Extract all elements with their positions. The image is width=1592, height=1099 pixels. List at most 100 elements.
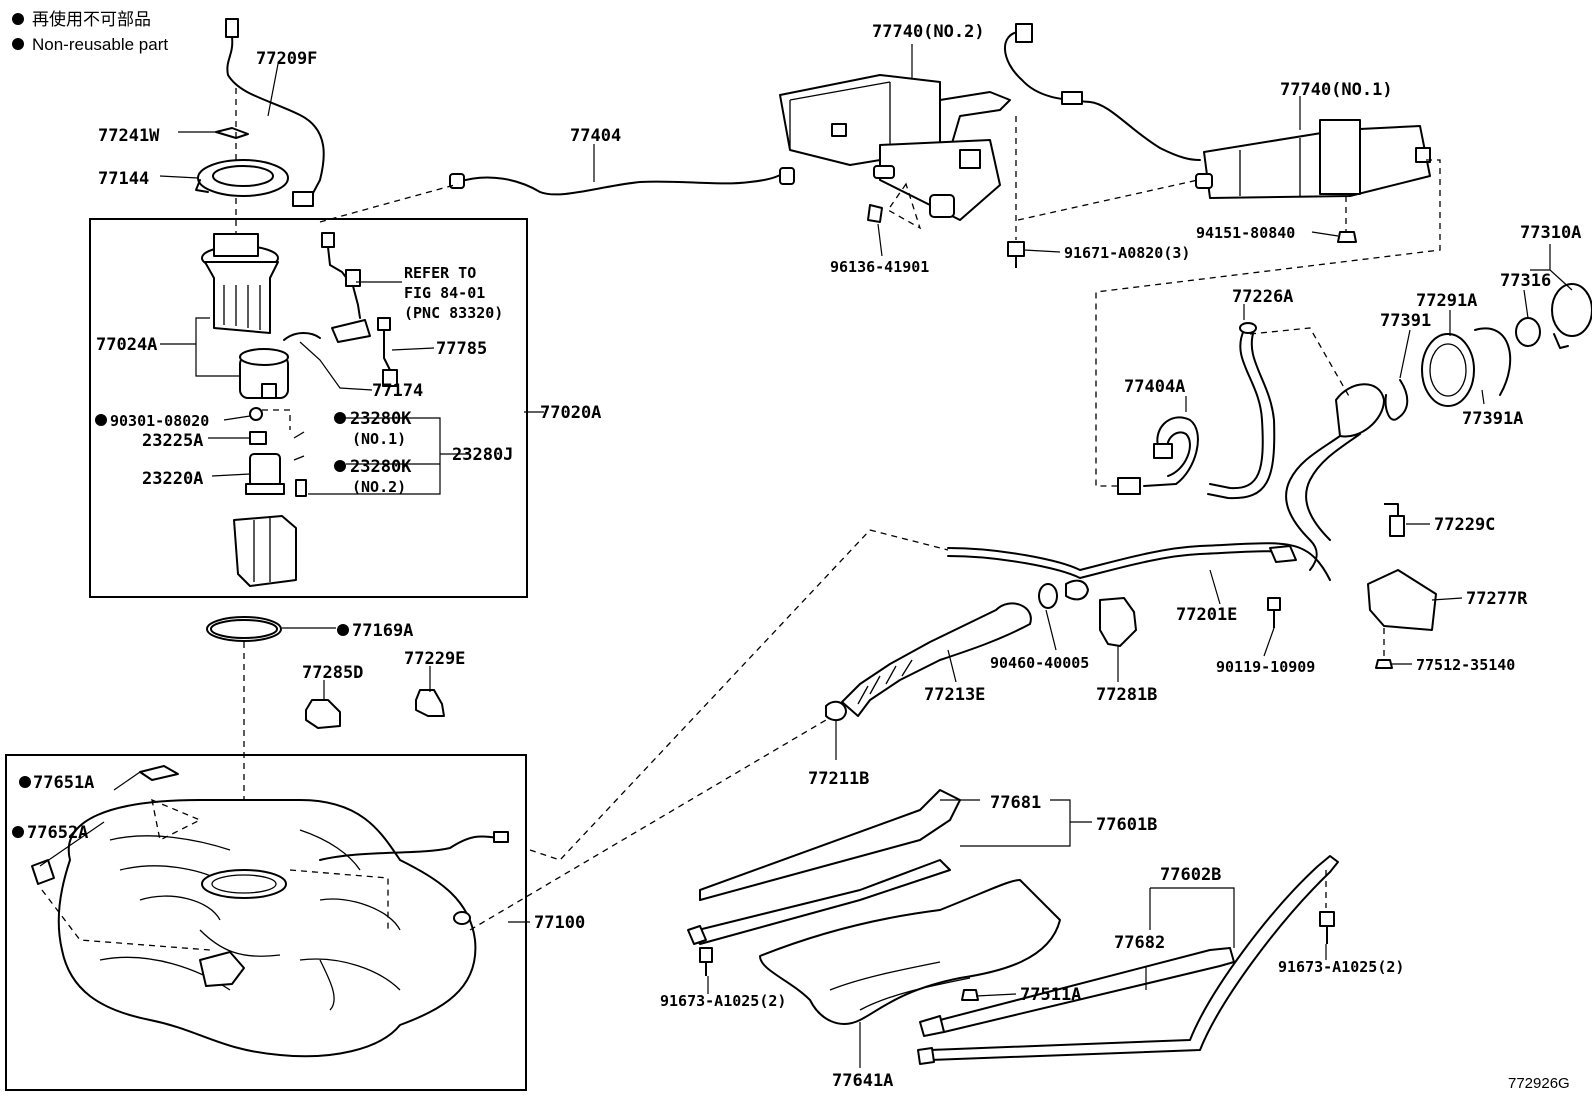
label-77201E: 77201E	[1176, 605, 1237, 625]
label-77512-35140: 77512-35140	[1416, 656, 1515, 674]
label-77229E: 77229E	[404, 649, 465, 669]
label-77144: 77144	[98, 169, 149, 189]
label-90301-08020: 90301-08020	[110, 412, 209, 430]
part-23225A	[249, 431, 267, 445]
part-labels: 77209F 77241W 77144 77404 77740(NO.2) 77…	[12, 22, 1581, 1092]
label-77241W: 77241W	[98, 126, 160, 146]
charcoal-canister-77740-no2	[779, 74, 1011, 221]
legend-english-text: Non-reusable part	[32, 35, 168, 54]
filter-housing	[233, 515, 297, 587]
label-77651A	[139, 765, 179, 781]
connector	[1015, 23, 1033, 43]
non-reusable-bullet-icon	[19, 776, 31, 788]
label-refer-line3: (PNC 83320)	[404, 304, 503, 322]
fuel-sender-wire-77209F	[225, 18, 325, 207]
label-77020A: 77020A	[540, 403, 601, 423]
label-91671-A0820: 91671-A0820(3)	[1064, 244, 1190, 262]
fuel-pump-23220A	[245, 453, 285, 495]
label-77024A: 77024A	[96, 335, 157, 355]
non-reusable-bullet-icon	[334, 460, 346, 472]
label-90119-10909: 90119-10909	[1216, 658, 1315, 676]
label-91673-A1025-right: 91673-A1025(2)	[1278, 958, 1404, 976]
label-77174: 77174	[372, 381, 423, 401]
label-94151-80840: 94151-80840	[1196, 224, 1295, 242]
label-23280K-no2: 23280K	[350, 457, 412, 477]
non-reusable-bullet-icon	[12, 13, 24, 25]
label-77391A: 77391A	[1462, 409, 1523, 429]
label-77310A: 77310A	[1520, 223, 1581, 243]
canister-77740-no1	[1195, 119, 1431, 199]
label-77209F: 77209F	[256, 49, 317, 69]
label-no1: (NO.1)	[352, 430, 406, 448]
bolt-91671-A0820	[1007, 241, 1025, 268]
figure-code: 772926G	[1508, 1075, 1570, 1092]
fuel-pump-assembly-box	[89, 218, 528, 598]
leader-lines	[39, 44, 1573, 1068]
label-77391: 77391	[1380, 311, 1431, 331]
bolt-91673-left	[699, 947, 713, 976]
label-77285D: 77285D	[302, 663, 363, 683]
label-77682: 77682	[1114, 933, 1165, 953]
label-23280J: 23280J	[452, 445, 513, 465]
label-77651A: 77651A	[33, 773, 94, 793]
retainer-ring-77144	[195, 159, 289, 197]
label-77511A: 77511A	[1020, 985, 1081, 1005]
strap-77682	[919, 947, 1235, 1037]
vapor-hose-77404	[449, 167, 795, 196]
label-77404A: 77404A	[1124, 377, 1185, 397]
pipe-end	[1065, 579, 1089, 601]
filter-23280J	[295, 479, 307, 497]
fuel-pump-module-77024A	[201, 233, 289, 399]
non-reusable-bullet-icon	[334, 412, 346, 424]
gasket-77316	[1515, 317, 1541, 347]
legend-japanese-text: 再使用不可部品	[32, 9, 151, 29]
label-91673-A1025-left: 91673-A1025(2)	[660, 992, 786, 1010]
filler-hose-77213E	[841, 602, 1032, 717]
label-77740-no2: 77740(NO.2)	[872, 22, 985, 42]
label-77169A: 77169A	[352, 621, 413, 641]
clamp-90460-40005	[1038, 583, 1058, 609]
protector-77277R	[1367, 569, 1437, 631]
ring-77391	[1384, 379, 1409, 421]
label-96136-41901: 96136-41901	[830, 258, 929, 276]
label-77652A	[31, 859, 55, 885]
label-77211B: 77211B	[808, 769, 869, 789]
fuel-inlet-77291A	[1421, 333, 1475, 407]
label-23220A: 23220A	[142, 469, 203, 489]
non-reusable-bullet-icon	[95, 414, 107, 426]
label-23225A: 23225A	[142, 431, 203, 451]
clip-77241W	[215, 127, 249, 139]
non-reusable-bullet-icon	[12, 38, 24, 50]
hose-77404A	[1117, 416, 1199, 495]
clip-77512-35140	[1375, 659, 1393, 669]
strap-77602B	[917, 855, 1339, 1065]
label-77100: 77100	[534, 913, 585, 933]
clip-77229C	[1384, 503, 1405, 537]
label-77277R: 77277R	[1466, 589, 1528, 609]
non-reusable-bullet-icon	[337, 624, 349, 636]
label-77602B: 77602B	[1160, 865, 1221, 885]
seal-77391A	[1474, 327, 1512, 396]
fuel-cap-77310A	[1551, 283, 1592, 349]
label-77316: 77316	[1500, 271, 1551, 291]
bolt-90119-10909	[1267, 597, 1281, 628]
label-77226A: 77226A	[1232, 287, 1293, 307]
label-refer-line1: REFER TO	[404, 264, 476, 282]
pump-gasket-77169A	[206, 616, 282, 642]
o-ring-90301	[249, 407, 263, 421]
non-reusable-bullet-icon	[12, 826, 24, 838]
strap-bracket-left	[687, 859, 951, 945]
clamp-77229E	[415, 689, 445, 717]
breather-hose-77226A	[1207, 322, 1276, 500]
fuel-tank-77100	[57, 799, 509, 1058]
strap-77681	[699, 789, 961, 901]
clamp-77211B	[825, 700, 847, 722]
nut-94151-80840	[1337, 231, 1357, 243]
clamp-77285D	[305, 699, 341, 729]
label-77652A: 77652A	[27, 823, 88, 843]
connector	[1061, 91, 1083, 105]
label-77601B: 77601B	[1096, 815, 1157, 835]
label-77641A: 77641A	[832, 1071, 893, 1091]
label-23280K-no1: 23280K	[350, 409, 412, 429]
